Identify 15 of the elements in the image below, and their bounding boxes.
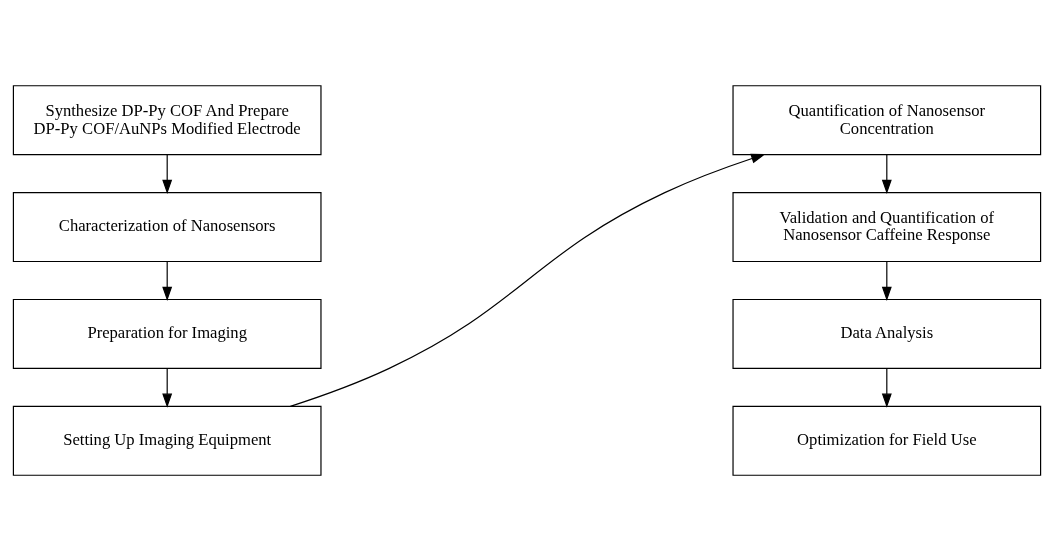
node-box: Data Analysis bbox=[732, 298, 1042, 369]
node-box: Validation and Quantification of Nanosensor Caffeine Response bbox=[732, 191, 1042, 262]
arrow bbox=[881, 260, 892, 301]
node-box: Setting Up Imaging Equipment bbox=[12, 405, 322, 476]
arrow bbox=[881, 367, 892, 408]
arrow bbox=[162, 260, 173, 301]
node-box: Synthesize DP-Py COF And Prepare DP-Py COF/AuNPs Modified Electrode bbox=[12, 84, 322, 155]
arrow bbox=[162, 153, 173, 194]
node-box: Quantification of Nanosensor Concentration bbox=[732, 84, 1042, 155]
arrow bbox=[881, 153, 892, 194]
node-box: Optimization for Field Use bbox=[732, 405, 1042, 476]
node-box: Characterization of Nanosensors bbox=[12, 191, 322, 262]
arrow bbox=[162, 367, 173, 408]
node-box: Preparation for Imaging bbox=[12, 298, 322, 369]
arrow bbox=[289, 153, 766, 407]
